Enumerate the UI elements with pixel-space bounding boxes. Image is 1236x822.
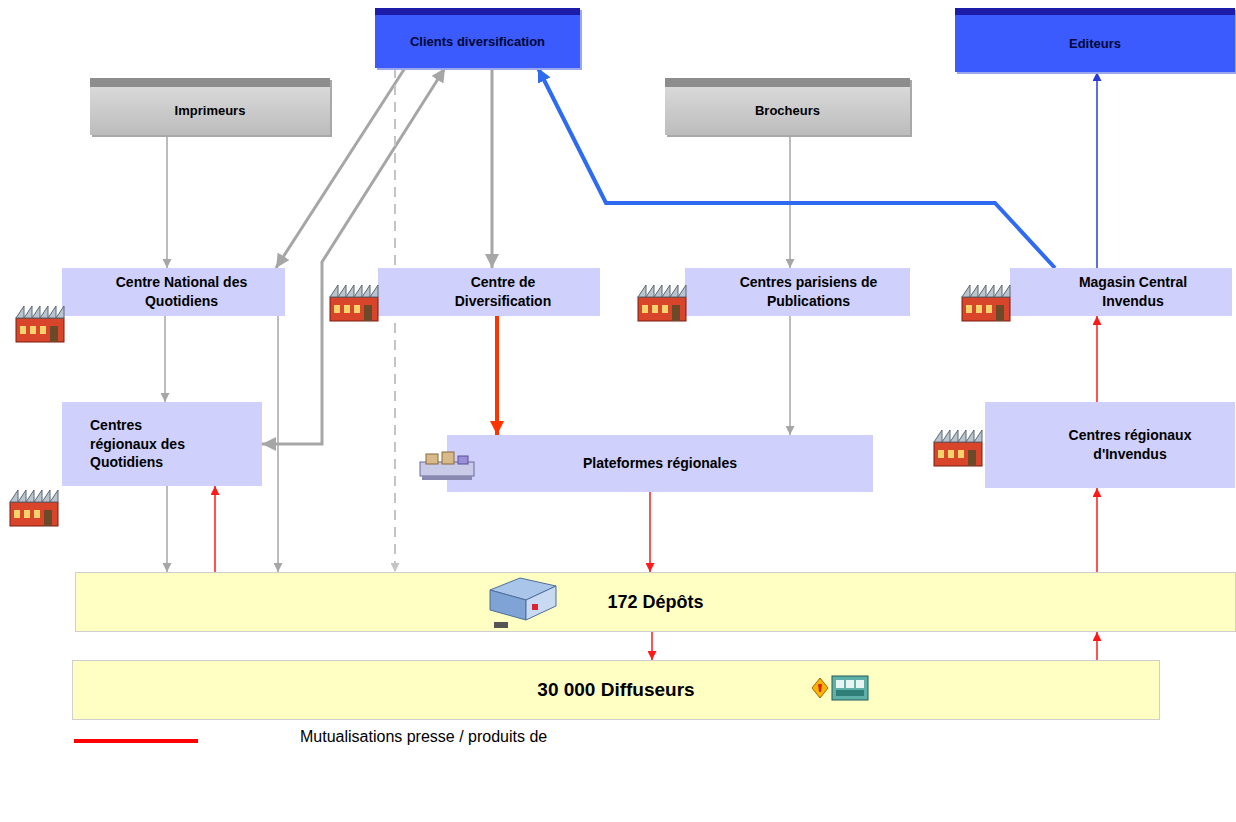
- flow-arrow: [166, 135, 168, 268]
- center-box: Centres régionaux d'Invendus: [985, 402, 1235, 488]
- node-label: Editeurs: [1069, 35, 1121, 53]
- center-box: Centre National des Quotidiens: [62, 268, 285, 316]
- platform-icon: [420, 452, 474, 480]
- node-label: Brocheurs: [755, 102, 820, 120]
- flow-arrow: [538, 68, 1055, 268]
- flow-arrow: [164, 316, 166, 402]
- node-label: Centre National des Quotidiens: [82, 273, 282, 311]
- flow-arrow: [1096, 316, 1098, 402]
- retailer-band: 30 000 Diffuseurs: [72, 660, 1160, 720]
- node-label: Centres parisiens de Publications: [711, 273, 906, 311]
- client-box: Clients diversification: [375, 8, 580, 68]
- factory-icon: [934, 430, 982, 466]
- flow-arrow: [1096, 632, 1098, 660]
- depot-band: 172 Dépôts: [75, 572, 1236, 632]
- legend-line-sample: [74, 739, 198, 743]
- flow-arrow: [166, 486, 168, 572]
- center-box: Centres parisiens de Publications: [685, 268, 910, 316]
- node-label: 30 000 Diffuseurs: [537, 677, 694, 703]
- node-label: Plateformes régionales: [583, 454, 737, 473]
- flow-arrow: [1096, 72, 1098, 268]
- factory-icon: [638, 285, 686, 321]
- flow-arrow: [277, 316, 279, 572]
- factory-icon: [16, 306, 64, 342]
- node-label: Magasin Central Invendus: [1053, 273, 1213, 311]
- node-label: 172 Dépôts: [607, 590, 703, 614]
- node-label: Imprimeurs: [175, 102, 246, 120]
- factory-icon: [10, 490, 58, 526]
- flow-arrow: [394, 68, 396, 572]
- publisher-box: Editeurs: [955, 8, 1235, 72]
- node-label: Clients diversification: [410, 33, 545, 51]
- flow-arrow: [214, 486, 216, 572]
- depot-icon: [490, 578, 556, 628]
- node-label: Centres régionaux d'Invendus: [1040, 426, 1220, 464]
- node-label: Centres régionaux des Quotidiens: [90, 416, 210, 473]
- node-label: Centre de Diversification: [428, 273, 578, 311]
- platform-box: Plateformes régionales: [447, 435, 873, 492]
- binder-box: Brocheurs: [665, 78, 910, 135]
- flow-arrow: [649, 492, 651, 572]
- center-box: Magasin Central Invendus: [1010, 268, 1232, 316]
- center-box: Centre de Diversification: [378, 268, 600, 316]
- center-box: Centres régionaux des Quotidiens: [62, 402, 262, 486]
- kiosk-icon: [812, 676, 868, 700]
- legend-text: Mutualisations presse / produits de: [300, 728, 547, 746]
- flow-arrow: [495, 316, 499, 435]
- flow-arrow: [1096, 488, 1098, 572]
- factory-icon: [330, 285, 378, 321]
- printer-box: Imprimeurs: [90, 78, 330, 135]
- flow-arrow: [651, 632, 653, 660]
- factory-icon: [962, 285, 1010, 321]
- flow-arrow: [789, 316, 791, 435]
- flow-arrow: [491, 68, 494, 268]
